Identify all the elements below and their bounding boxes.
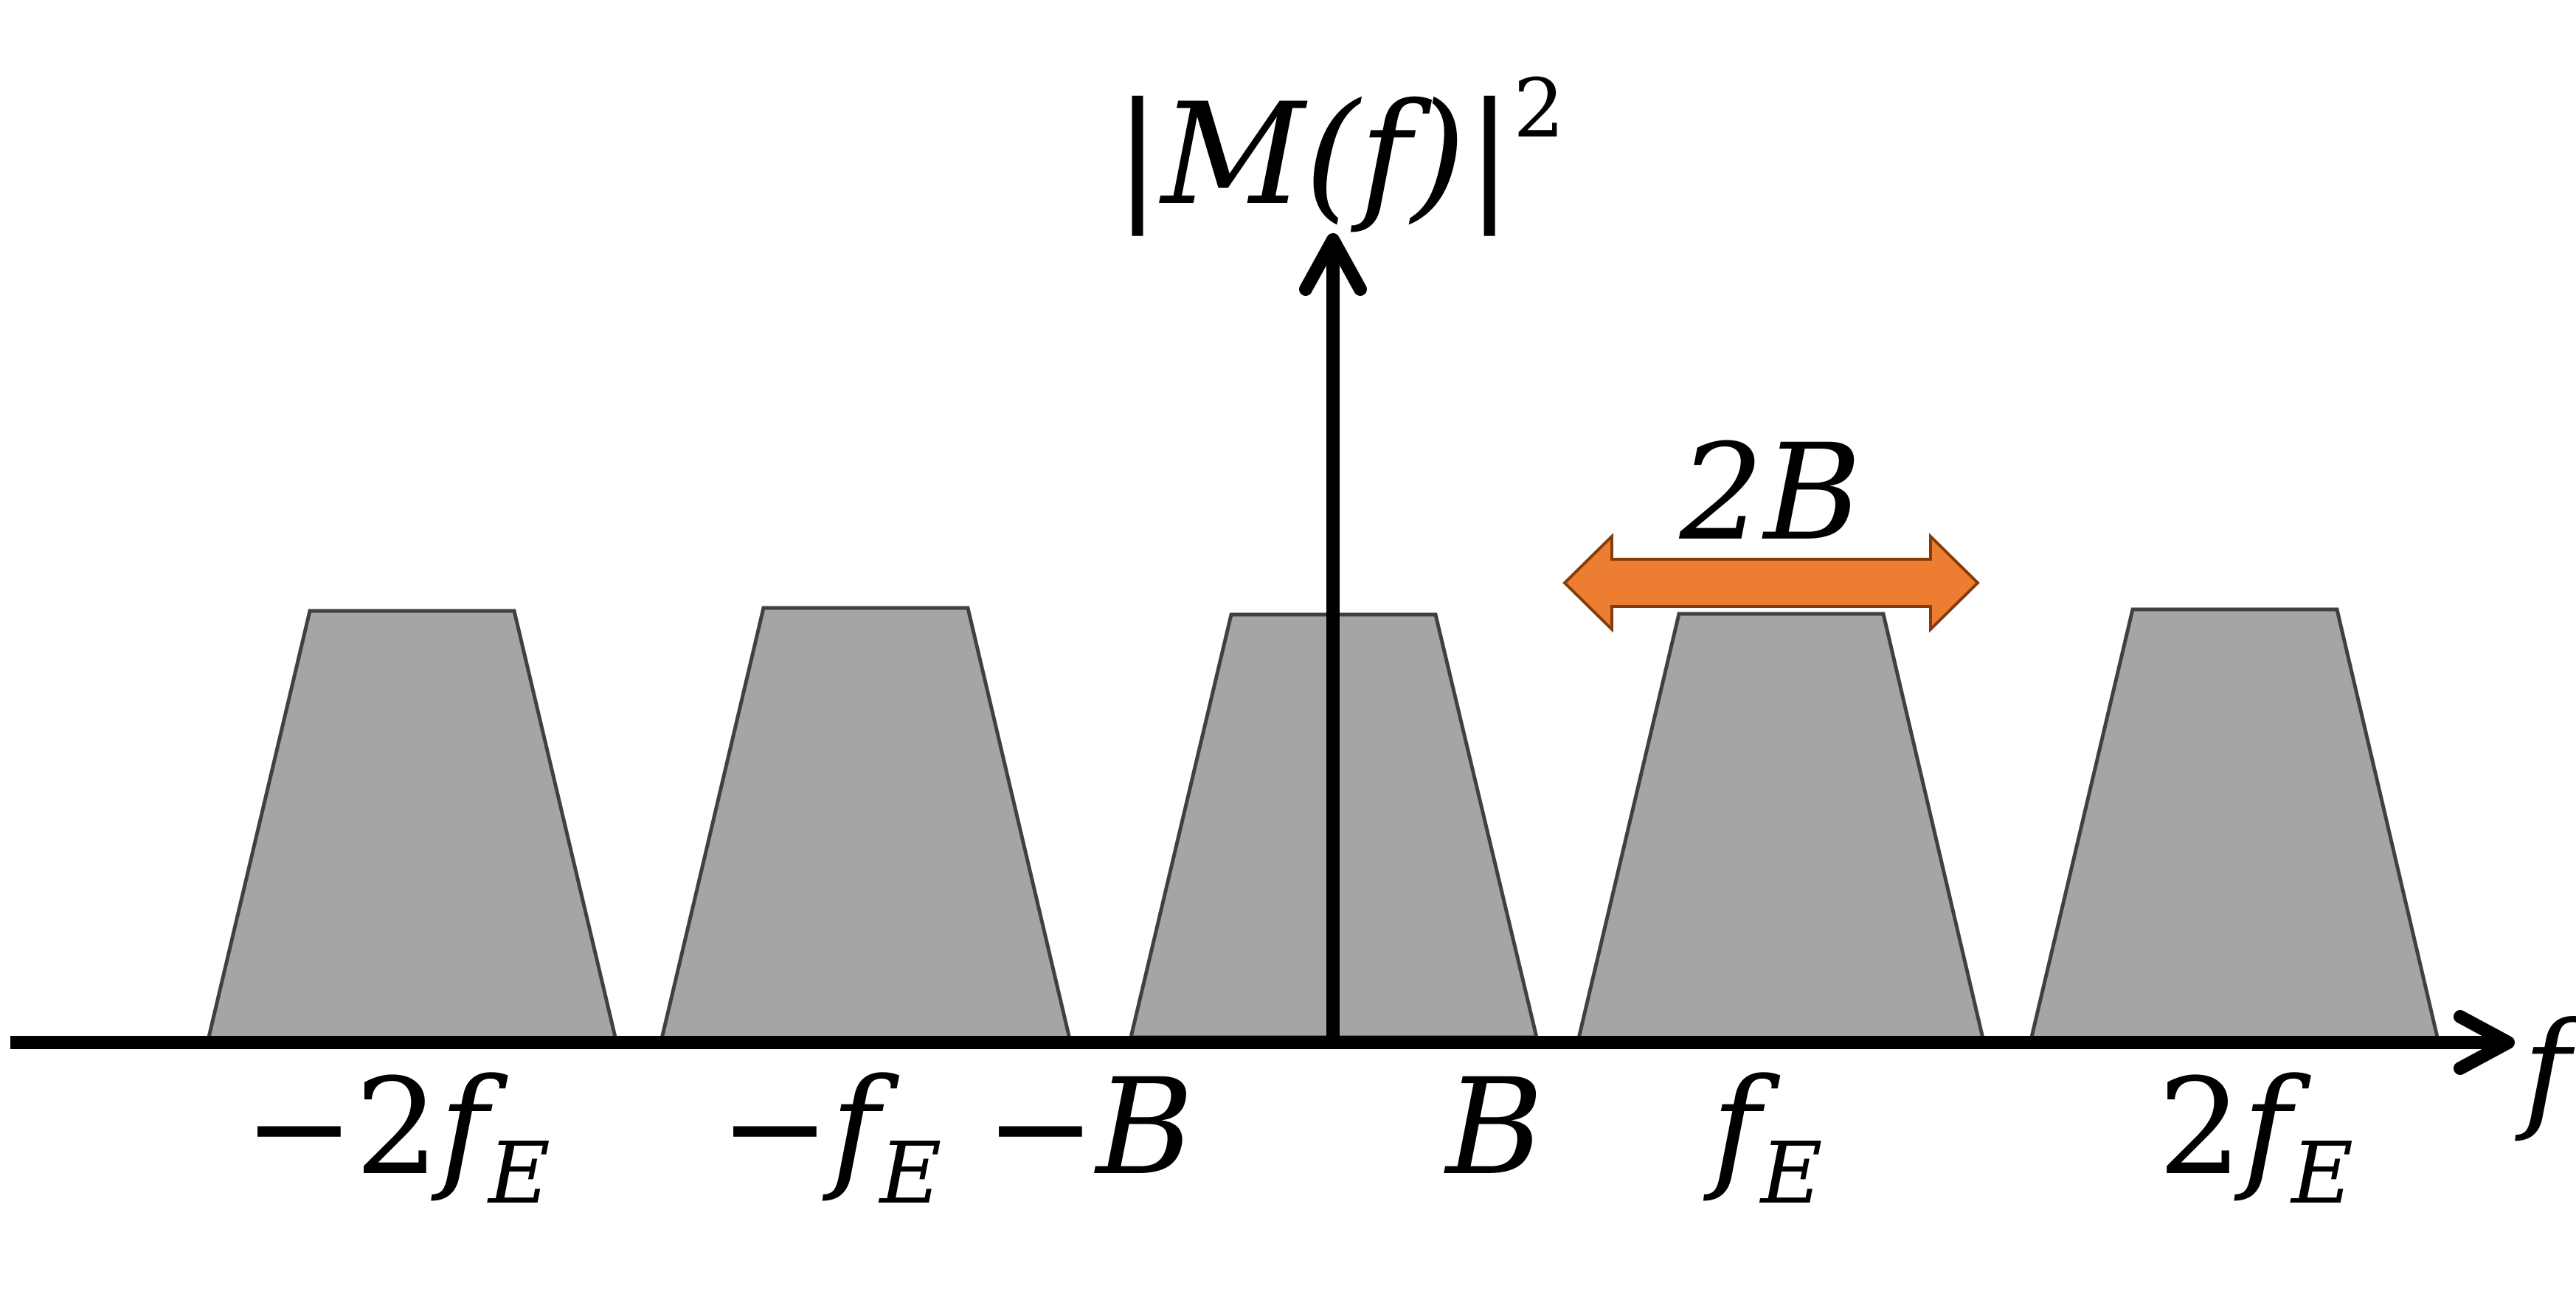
bandwidth-double-arrow-icon: [1562, 533, 1980, 633]
tick-minus-b-prefix: −: [985, 1051, 1096, 1205]
tick-minus-fe-subscript: E: [878, 1124, 941, 1223]
y-axis-label: |M(f)|2: [1114, 61, 1565, 236]
tick-b: B: [1444, 1051, 1543, 1205]
spectrum-replica-5: [2028, 607, 2441, 1042]
spectrum-replica-2: [659, 606, 1073, 1041]
bandwidth-indicator: 2B: [1562, 416, 1980, 633]
tick-fe: fE: [1703, 1051, 1823, 1223]
spectra-group: [205, 606, 2441, 1047]
y-axis-label-superscript: 2: [1513, 61, 1565, 156]
x-axis-label: f: [2515, 995, 2576, 1145]
spectrum-replica-4: [1574, 612, 1987, 1047]
tick-2fe: 2fE: [2158, 1051, 2353, 1223]
tick-minus-2fe: −2fE: [243, 1051, 550, 1223]
spectrum-replica-1: [205, 609, 619, 1042]
y-axis: |M(f)|2: [1114, 61, 1565, 1042]
tick-b-variable: B: [1444, 1051, 1543, 1205]
y-axis-label-main: |M(f)|: [1114, 73, 1513, 236]
x-axis-arrowhead-icon: [2454, 1010, 2515, 1075]
bandwidth-label: 2B: [1679, 416, 1862, 570]
tick-minus-2fe-subscript: E: [487, 1124, 550, 1223]
tick-2fe-prefix: 2: [2158, 1051, 2243, 1205]
y-axis-arrowhead-icon: [1299, 233, 1367, 296]
tick-minus-b: −B: [985, 1051, 1194, 1205]
tick-minus-b-variable: B: [1094, 1051, 1194, 1205]
x-axis: f: [10, 995, 2576, 1145]
tick-minus-2fe-prefix: −2: [243, 1051, 439, 1205]
tick-fe-subscript: E: [1759, 1124, 1823, 1223]
tick-minus-fe-prefix: −: [719, 1051, 831, 1205]
tick-2fe-subscript: E: [2290, 1124, 2353, 1223]
tick-minus-fe: −fE: [719, 1051, 941, 1223]
